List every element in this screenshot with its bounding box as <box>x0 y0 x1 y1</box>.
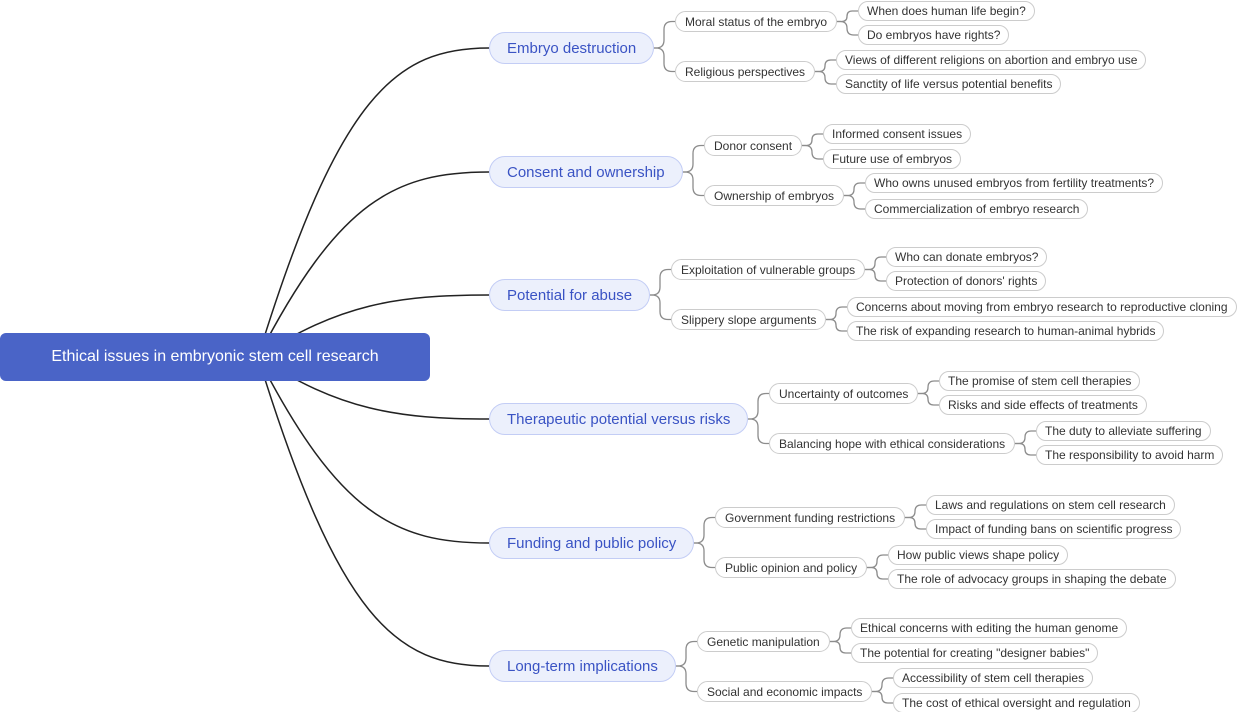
branch-topic-therapeutic-potential[interactable]: Therapeutic potential versus risks <box>489 403 749 435</box>
branch-topic-embryo-destruction[interactable]: Embryo destruction <box>489 32 655 64</box>
subtopic[interactable]: Donor consent <box>704 135 803 156</box>
subtopic[interactable]: Balancing hope with ethical consideratio… <box>769 433 1016 454</box>
subtopic[interactable]: Ownership of embryos <box>704 185 845 206</box>
detail-topic[interactable]: Risks and side effects of treatments <box>939 395 1147 415</box>
detail-topic[interactable]: Ethical concerns with editing the human … <box>851 618 1128 638</box>
detail-topic[interactable]: Informed consent issues <box>823 124 972 144</box>
subtopic[interactable]: Social and economic impacts <box>697 681 873 702</box>
detail-topic[interactable]: Sanctity of life versus potential benefi… <box>836 74 1062 94</box>
detail-topic[interactable]: The risk of expanding research to human-… <box>847 321 1165 341</box>
detail-topic[interactable]: Do embryos have rights? <box>858 25 1010 45</box>
branch-topic-potential-for-abuse[interactable]: Potential for abuse <box>489 279 651 311</box>
detail-topic[interactable]: Impact of funding bans on scientific pro… <box>926 519 1182 539</box>
subtopic[interactable]: Genetic manipulation <box>697 631 830 652</box>
detail-topic[interactable]: The responsibility to avoid harm <box>1036 445 1224 465</box>
subtopic[interactable]: Religious perspectives <box>675 61 816 82</box>
detail-topic[interactable]: When does human life begin? <box>858 1 1035 21</box>
detail-topic[interactable]: The duty to alleviate suffering <box>1036 421 1211 441</box>
detail-topic[interactable]: Commercialization of embryo research <box>865 199 1089 219</box>
subtopic[interactable]: Public opinion and policy <box>715 557 868 578</box>
detail-topic[interactable]: The cost of ethical oversight and regula… <box>893 693 1140 712</box>
subtopic[interactable]: Exploitation of vulnerable groups <box>671 259 866 280</box>
subtopic[interactable]: Moral status of the embryo <box>675 11 838 32</box>
detail-topic[interactable]: Views of different religions on abortion… <box>836 50 1147 70</box>
detail-topic[interactable]: Who owns unused embryos from fertility t… <box>865 173 1164 193</box>
subtopic[interactable]: Slippery slope arguments <box>671 309 827 330</box>
branch-topic-consent-ownership[interactable]: Consent and ownership <box>489 156 683 188</box>
detail-topic[interactable]: The potential for creating "designer bab… <box>851 643 1099 663</box>
detail-topic[interactable]: Future use of embryos <box>823 149 962 169</box>
detail-topic[interactable]: The role of advocacy groups in shaping t… <box>888 569 1176 589</box>
branch-topic-funding-policy[interactable]: Funding and public policy <box>489 527 695 559</box>
detail-topic[interactable]: Who can donate embryos? <box>886 247 1048 267</box>
detail-topic[interactable]: Accessibility of stem cell therapies <box>893 668 1094 688</box>
subtopic[interactable]: Uncertainty of outcomes <box>769 383 919 404</box>
detail-topic[interactable]: The promise of stem cell therapies <box>939 371 1141 391</box>
subtopic[interactable]: Government funding restrictions <box>715 507 906 528</box>
detail-topic[interactable]: Protection of donors' rights <box>886 271 1047 291</box>
detail-topic[interactable]: Laws and regulations on stem cell resear… <box>926 495 1175 515</box>
detail-topic[interactable]: Concerns about moving from embryo resear… <box>847 297 1237 317</box>
branch-topic-long-term-implications[interactable]: Long-term implications <box>489 650 676 682</box>
detail-topic[interactable]: How public views shape policy <box>888 545 1069 565</box>
root-topic[interactable]: Ethical issues in embryonic stem cell re… <box>0 333 430 381</box>
